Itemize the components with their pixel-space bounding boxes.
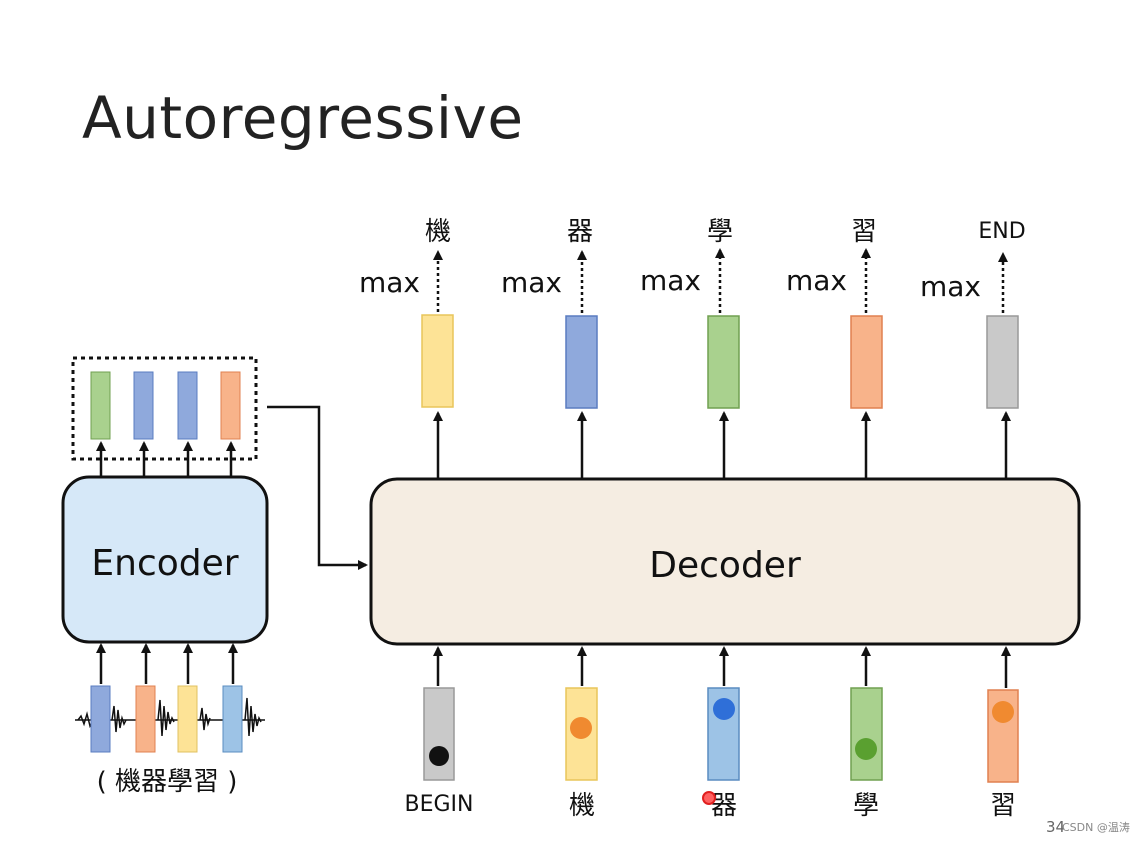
encoder-output-vector: [133, 371, 154, 440]
encoder-input-caption: ( 機器學習 ): [97, 767, 238, 797]
output-token: 機: [425, 217, 451, 247]
decoder-input-vector: [423, 687, 455, 781]
decoder-output-vector: [986, 315, 1019, 409]
output-token: 學: [707, 217, 733, 247]
one-hot-dot: [570, 717, 592, 739]
decoder-output-vector: [850, 315, 883, 409]
encoder-label: Encoder: [91, 543, 238, 584]
encoder-input-vector: [222, 685, 243, 753]
max-label: max: [359, 266, 420, 299]
max-label: max: [640, 264, 701, 297]
input-token: 機: [569, 791, 595, 821]
encoder-output-frame: [71, 356, 258, 461]
decoder-output-vector: [707, 315, 740, 409]
page-number: 34: [1046, 818, 1066, 836]
one-hot-dot: [855, 738, 877, 760]
output-token: END: [978, 219, 1025, 244]
decoder-label: Decoder: [649, 545, 801, 586]
one-hot-dot: [992, 701, 1014, 723]
encoder-input-vector: [90, 685, 111, 753]
encoder-input-vector: [177, 685, 198, 753]
max-label: max: [786, 264, 847, 297]
input-token: 習: [990, 791, 1016, 821]
encoder-output-vector: [90, 371, 111, 440]
one-hot-dot: [713, 698, 735, 720]
input-token: 學: [853, 791, 879, 821]
laser-pointer-dot: [702, 791, 716, 805]
encoder-to-decoder-arrow: [267, 405, 368, 570]
max-label: max: [920, 270, 981, 303]
max-label: max: [501, 266, 562, 299]
slide-title: Autoregressive: [82, 84, 524, 152]
decoder-output-vector: [421, 314, 454, 408]
decoder-output-vector: [565, 315, 598, 409]
encoder-output-vector: [220, 371, 241, 440]
encoder-input-vector: [135, 685, 156, 753]
decoder-box: [369, 477, 1081, 646]
watermark: CSDN @温涛: [1062, 821, 1130, 834]
encoder-output-vector: [177, 371, 198, 440]
output-token: 器: [567, 217, 593, 247]
one-hot-dot: [429, 746, 449, 766]
decoder-input-vector: [850, 687, 883, 781]
output-token: 習: [851, 217, 877, 247]
encoder-box: [61, 475, 269, 644]
input-token: BEGIN: [405, 792, 474, 817]
